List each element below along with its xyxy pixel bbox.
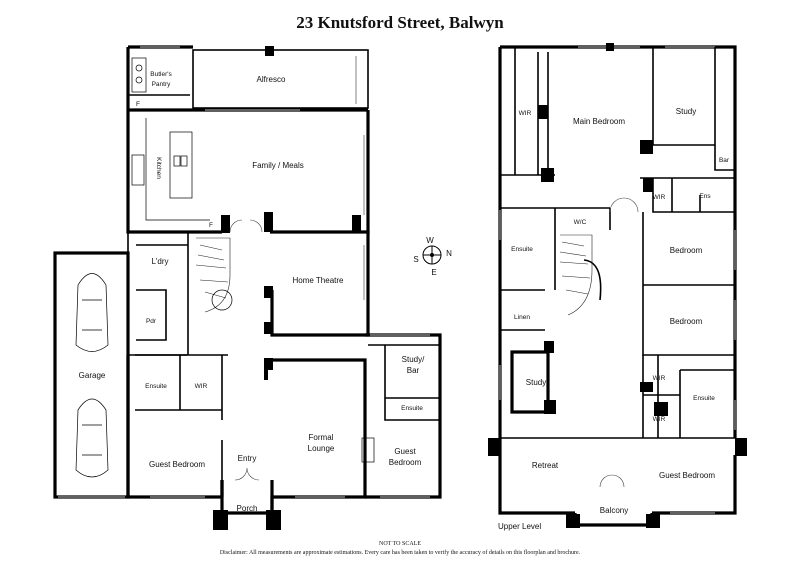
- room-label-ensuite: Ensuite: [511, 246, 533, 253]
- room-label-home-theatre: Home Theatre: [293, 276, 345, 285]
- room-label-bedroom-2: Bedroom: [670, 317, 703, 326]
- room-label-alfresco: Alfresco: [257, 75, 286, 84]
- room-label-wir-a: WIR: [653, 375, 666, 382]
- room-label-guest-bedroom: Guest Bedroom: [659, 471, 715, 480]
- plan-title: 23 Knutsford Street, Balwyn: [296, 13, 504, 32]
- disclaimer-text: Disclaimer: All measurements are approxi…: [220, 549, 581, 556]
- room-label-ensuite-right: Ensuite: [693, 395, 715, 402]
- study-bar-walls: [368, 344, 440, 421]
- room-label-guest-bedroom-right: Guest: [394, 447, 416, 456]
- car-icon: [75, 273, 109, 352]
- fridge-label: F: [209, 222, 213, 229]
- compass-icon: N S E W: [413, 236, 452, 277]
- car-icon: [75, 398, 109, 478]
- upper-staircase: [559, 234, 602, 316]
- balcony-doors: [599, 474, 625, 488]
- room-label-entry: Entry: [238, 454, 257, 463]
- room-label-formal-lounge: Formal: [309, 433, 334, 442]
- room-label-ens: Ens: [699, 193, 711, 200]
- ensuite-linen-walls: [500, 208, 556, 331]
- room-label-wir-top: WIR: [519, 110, 532, 117]
- room-label-kitchen: Kitchen: [155, 157, 162, 179]
- room-label-family-meals: Family / Meals: [252, 161, 304, 170]
- room-label-butlers-pantry-2: Pantry: [152, 81, 172, 88]
- ground-floor-plan: Butler's Pantry Alfresco Kitchen Family …: [53, 45, 442, 530]
- kitchen-bench: [145, 118, 210, 221]
- room-label-study-bar: Study/: [402, 355, 425, 364]
- study-top-walls: [652, 47, 735, 171]
- room-label-powder: Pdr: [146, 318, 157, 325]
- compass-w: W: [426, 236, 434, 245]
- room-label-wir-b: WIR: [653, 416, 666, 423]
- not-to-scale-note: NOT TO SCALE: [379, 541, 421, 547]
- compass-e: E: [431, 268, 436, 277]
- room-label-ensuite-left: Ensuite: [145, 383, 167, 390]
- porch-walls: [220, 480, 274, 515]
- fridge-label: F: [136, 101, 140, 108]
- entry-doors: [234, 467, 260, 481]
- room-label-wc: W/C: [574, 219, 587, 226]
- fireplace: [361, 437, 375, 463]
- ground-staircase: [195, 237, 233, 313]
- compass-n: N: [446, 249, 452, 258]
- alfresco-outline: [192, 49, 369, 109]
- upper-level-label: Upper Level: [498, 522, 541, 531]
- room-label-guest-bedroom-left: Guest Bedroom: [149, 460, 205, 469]
- room-label-formal-lounge-2: Lounge: [308, 444, 335, 453]
- upper-mid-walls: [500, 177, 736, 230]
- pantry-bench: [131, 57, 147, 93]
- hall-doors: [229, 219, 263, 233]
- room-label-study-mid: Study: [526, 378, 546, 387]
- bedroom-walls: [642, 212, 735, 356]
- room-label-bedroom-1: Bedroom: [670, 246, 703, 255]
- room-label-wir-mid: WIR: [653, 194, 666, 201]
- room-label-bar: Bar: [719, 157, 730, 164]
- room-label-retreat: Retreat: [532, 461, 559, 470]
- guest-wing-walls: [135, 354, 228, 480]
- room-label-garage: Garage: [79, 371, 106, 380]
- room-label-laundry: L'dry: [151, 257, 168, 266]
- wir-ensuite-walls: [642, 355, 735, 439]
- room-label-ensuite-right: Ensuite: [401, 405, 423, 412]
- laundry-powder-walls: [127, 232, 189, 356]
- kitchen-island: [169, 131, 193, 199]
- room-label-balcony: Balcony: [600, 506, 628, 515]
- upper-floor-plan: WIR Main Bedroom Study Bar WIR Ens W/C E…: [488, 43, 747, 531]
- room-label-porch: Porch: [237, 504, 258, 513]
- kitchen-cooktop: [131, 154, 145, 186]
- room-label-butlers-pantry: Butler's: [150, 71, 172, 78]
- room-label-main-bedroom: Main Bedroom: [573, 117, 625, 126]
- room-label-study-bar-2: Bar: [407, 366, 420, 375]
- room-label-wir-left: WIR: [195, 383, 208, 390]
- room-label-study-top: Study: [676, 107, 696, 116]
- room-label-linen: Linen: [514, 314, 530, 321]
- upper-hall-doors: [609, 197, 639, 213]
- compass-s: S: [413, 255, 418, 264]
- room-label-guest-bedroom-right-2: Bedroom: [389, 458, 422, 467]
